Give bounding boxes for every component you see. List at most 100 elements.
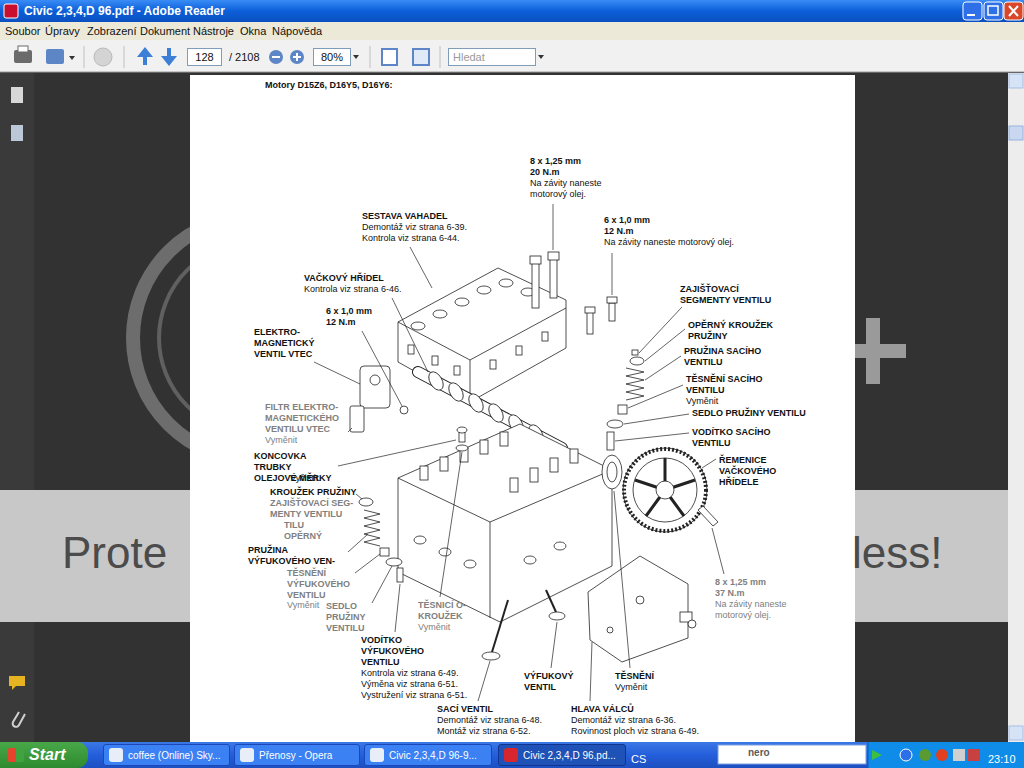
part-label: OPĚRNÝ bbox=[284, 531, 322, 542]
back-cover bbox=[588, 556, 688, 662]
note-text: Kontrola viz strana 6-44. bbox=[362, 233, 460, 244]
print-paper bbox=[18, 46, 28, 52]
intake-valve bbox=[492, 600, 508, 652]
valve-spring bbox=[550, 458, 558, 472]
part-label: VODÍTKO SACÍHO VENTILU bbox=[692, 427, 782, 449]
note-text: Na závity naneste motorový olej. bbox=[530, 178, 615, 200]
side-panel bbox=[0, 73, 34, 742]
part-label: HLAVA VÁLCŮ bbox=[571, 704, 634, 715]
part-label: TĚSNICÍ O-KROUŽEK bbox=[418, 600, 478, 622]
o-ring bbox=[456, 445, 468, 451]
torque-spec: 12 N.m bbox=[326, 317, 356, 328]
leader-line bbox=[362, 331, 402, 406]
pulley-hub bbox=[656, 481, 674, 499]
leader-line bbox=[590, 642, 592, 701]
node-text: Civic 2,3,4,D 96-9... bbox=[389, 750, 477, 761]
leader-line bbox=[348, 534, 368, 552]
pulley-bolt bbox=[698, 506, 718, 526]
torque-spec: 20 N.m bbox=[530, 167, 560, 178]
toolbar bbox=[0, 40, 1024, 72]
tray-text: CS bbox=[631, 753, 646, 766]
leader-line bbox=[372, 566, 392, 603]
cover-hole bbox=[636, 596, 644, 604]
bookmarks-icon bbox=[11, 125, 23, 141]
bolt bbox=[550, 258, 557, 298]
cam-lobe bbox=[466, 391, 486, 414]
pulley-teeth bbox=[624, 449, 706, 531]
leader-line bbox=[553, 204, 554, 250]
node-text: Civic 2,3,4,D 96.pd... bbox=[523, 750, 616, 761]
node-text: 128 bbox=[195, 51, 213, 63]
valve-spring bbox=[530, 468, 538, 482]
rocker-assembly bbox=[398, 268, 566, 402]
leader-line bbox=[645, 329, 685, 361]
leader-line bbox=[639, 307, 682, 353]
close-button bbox=[1004, 2, 1023, 20]
torque-spec: 6 x 1,0 mm bbox=[326, 306, 372, 317]
page-number-field: 128 bbox=[187, 48, 222, 66]
note-text: Kontrola viz strana 6-49. bbox=[361, 668, 459, 679]
cover-hole bbox=[607, 627, 613, 633]
note-text: Na závity naneste motorový olej. bbox=[715, 599, 800, 621]
leader-line bbox=[410, 247, 432, 288]
title-bar bbox=[0, 0, 1024, 22]
clock-text: 23:10 bbox=[988, 753, 1016, 766]
valve-spring bbox=[500, 432, 508, 446]
menu-item: Okna bbox=[240, 25, 266, 38]
node-text: Přenosy - Opera bbox=[259, 750, 332, 761]
torque-spec: 8 x 1,25 mm bbox=[530, 156, 581, 167]
spring-seat bbox=[607, 420, 623, 428]
valve-spring bbox=[510, 478, 518, 492]
node-text: Hledat bbox=[453, 51, 485, 63]
note-text: Vyčistit. bbox=[290, 473, 321, 484]
part-label: ZAJIŠŤOVACÍ SEG- MENTY VENTILU bbox=[270, 498, 370, 520]
notification-area bbox=[868, 742, 1024, 768]
scroll-button bbox=[1009, 74, 1023, 88]
part-label: TĚSNĚNÍ bbox=[615, 671, 654, 682]
note-text: Montáž viz strana 6-52. bbox=[437, 726, 531, 737]
port-hole bbox=[464, 560, 476, 568]
part-label: ŘEMENICE VAČKOVÉHO HŘÍDELE bbox=[719, 455, 783, 488]
toolbar-separator bbox=[370, 46, 371, 68]
toolbar-separator bbox=[124, 46, 125, 68]
vtec-solenoid bbox=[360, 366, 390, 408]
cam-lobe bbox=[426, 369, 446, 392]
leader-line bbox=[355, 554, 380, 573]
scrollbar bbox=[1008, 73, 1024, 742]
bolt bbox=[609, 303, 615, 321]
minimize-glyph bbox=[967, 14, 975, 16]
maximize-glyph bbox=[988, 6, 998, 15]
node-text: Start bbox=[29, 746, 65, 764]
tray-icon bbox=[919, 749, 931, 761]
valve-spring bbox=[570, 449, 578, 463]
rocker-pillar bbox=[542, 332, 548, 341]
bolt-head bbox=[548, 252, 559, 260]
part-label: SESTAVA VAHADEL bbox=[362, 211, 448, 222]
leader-line bbox=[615, 433, 689, 441]
dropdown-arrow bbox=[69, 56, 75, 60]
sensor bbox=[688, 620, 696, 628]
tray-arrow-icon bbox=[872, 750, 882, 760]
note-text: Kontrola viz strana 6-46. bbox=[304, 284, 402, 295]
note-text: Výměna viz strana 6-51. bbox=[361, 679, 458, 690]
tray-icon bbox=[953, 749, 965, 761]
taskbar-button: coffee (Online) Sky... bbox=[103, 744, 230, 766]
part-label: TĚSNĚNÍ VÝFUKOVÉHO VENTILU bbox=[287, 568, 357, 601]
part-label: KROUŽEK PRUŽINY bbox=[270, 487, 357, 498]
toolbar-separator bbox=[84, 46, 85, 68]
part-label: TĚSNĚNÍ SACÍHO VENTILU bbox=[686, 374, 766, 396]
leader-line bbox=[395, 584, 400, 632]
note-text: Demontáž viz strana 6-39. bbox=[362, 222, 467, 233]
part-label: SEDLO PRUŽINY VENTILU bbox=[692, 408, 812, 419]
dropdown-arrow bbox=[538, 55, 544, 59]
node-text: coffee (Online) Sky... bbox=[128, 750, 220, 761]
spring-retainer bbox=[630, 357, 644, 365]
pulley-rim bbox=[633, 458, 697, 522]
part-label: VÝFUKOVÝ VENTIL bbox=[524, 671, 574, 693]
next-page-icon bbox=[161, 48, 177, 66]
tray-icon bbox=[900, 749, 912, 761]
cam-lobe bbox=[446, 380, 466, 403]
toolbar-border bbox=[0, 72, 1024, 73]
menu-item: Zobrazení bbox=[87, 25, 137, 38]
